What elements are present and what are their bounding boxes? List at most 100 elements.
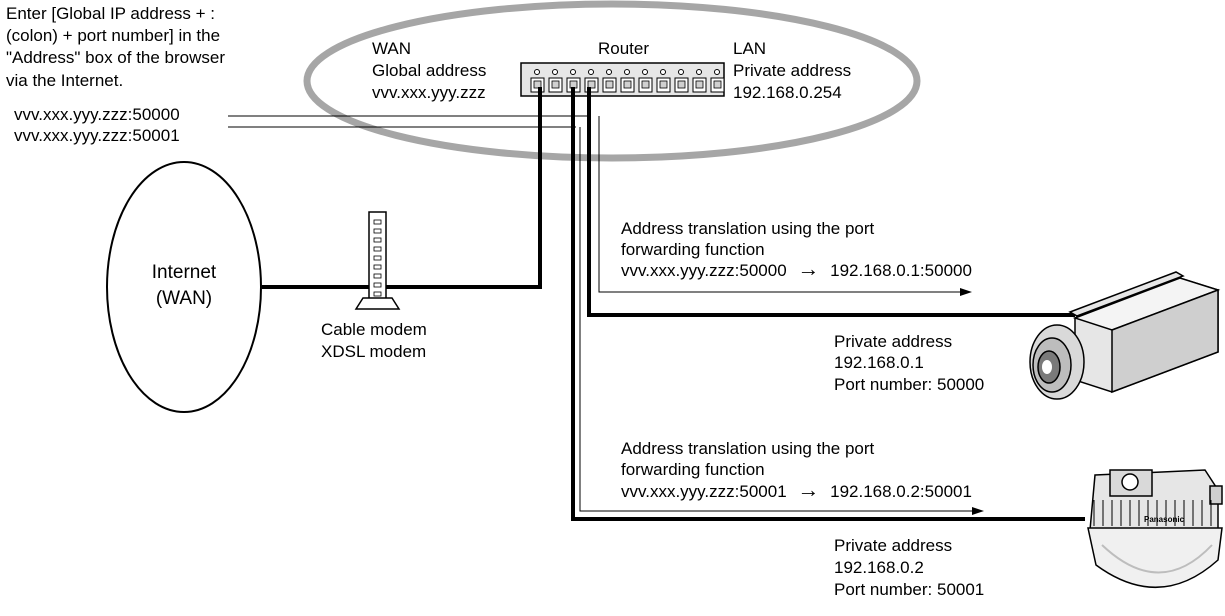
browser-instructions: Enter [Global IP address + : (colon) + p…	[6, 4, 225, 145]
router-title: Router	[598, 39, 649, 58]
modem-led	[373, 273, 382, 279]
translation-1-line: forwarding function	[621, 240, 765, 259]
router-port	[674, 77, 689, 93]
modem-led	[373, 255, 382, 261]
modem-led	[373, 219, 382, 225]
router-lan-title: LAN	[733, 39, 766, 58]
modem-led	[373, 282, 382, 288]
instruction-line: "Address" box of the browser	[6, 48, 225, 67]
router-port-socket	[587, 80, 596, 89]
router-led	[552, 69, 558, 75]
router-lan-address: 192.168.0.254	[733, 83, 842, 102]
translation-2-to: 192.168.0.2:50001	[830, 482, 972, 501]
router-led	[642, 69, 648, 75]
box-camera-icon	[1029, 271, 1221, 400]
browser-address-1: vvv.xxx.yyy.zzz:50000	[14, 105, 180, 124]
translation-1-to: 192.168.0.1:50000	[830, 261, 972, 280]
router-wan-address: vvv.xxx.yyy.zzz	[372, 83, 486, 102]
camera-1-cable	[587, 87, 1075, 317]
internet-label: Internet	[152, 262, 217, 283]
router-port-socket	[551, 80, 560, 89]
camera-1-info-line: Port number: 50000	[834, 375, 984, 394]
router-led	[678, 69, 684, 75]
translation-1-path	[598, 116, 964, 293]
camera-1-info-line: 192.168.0.1	[834, 353, 924, 372]
dome-camera-ribs	[1093, 500, 1212, 526]
router-wan-title: WAN	[372, 39, 411, 58]
translation-1-from: vvv.xxx.yyy.zzz:50000	[621, 261, 787, 280]
cables	[262, 87, 1085, 521]
router-led	[534, 69, 540, 75]
browser-address-2: vvv.xxx.yyy.zzz:50001	[14, 126, 180, 145]
internet-cloud: Internet (WAN)	[106, 161, 262, 413]
router-port	[710, 77, 725, 93]
router-led	[570, 69, 576, 75]
instruction-line: Enter [Global IP address + :	[6, 4, 215, 23]
router-led	[624, 69, 630, 75]
router-port-socket	[659, 80, 668, 89]
dome-camera-icon: Panasonic	[1087, 469, 1223, 589]
camera-1-info: Private address 192.168.0.1 Port number:…	[834, 332, 984, 394]
wan-cable	[262, 87, 542, 289]
translation-2-path	[579, 127, 976, 512]
router-port	[656, 77, 671, 93]
camera-1-info-line: Private address	[834, 332, 952, 351]
translation-2-line: forwarding function	[621, 460, 765, 479]
router-port-socket	[533, 80, 542, 89]
camera-1-translation: Address translation using the port forwa…	[621, 219, 972, 281]
router-lan-label: Private address	[733, 61, 851, 80]
modem-led	[373, 246, 382, 252]
router-wan-label: Global address	[372, 61, 486, 80]
modem-label-2: XDSL modem	[321, 342, 426, 361]
router-led	[696, 69, 702, 75]
camera-2-cable	[571, 87, 1085, 521]
router-port-socket	[713, 80, 722, 89]
router-port	[692, 77, 707, 93]
router-highlight-ellipse	[303, 0, 921, 162]
translation-2-arrowhead	[972, 507, 984, 515]
translation-1-arrowhead	[960, 288, 972, 296]
translation-1-line: Address translation using the port	[621, 219, 875, 238]
camera-2-info-line: Private address	[834, 536, 952, 555]
router-port	[620, 77, 635, 93]
modem-icon	[354, 211, 401, 310]
instruction-line: (colon) + port number] in the	[6, 26, 220, 45]
modem-led	[373, 291, 382, 297]
router-ports	[530, 77, 725, 93]
router-port	[638, 77, 653, 93]
modem-labels: Cable modem XDSL modem	[321, 320, 427, 361]
instruction-line: via the Internet.	[6, 71, 123, 90]
camera-2-info-line: Port number: 50001	[834, 580, 984, 599]
translation-1-mapping: vvv.xxx.yyy.zzz:50000 → 192.168.0.1:5000…	[621, 256, 972, 281]
camera-2-info-line: 192.168.0.2	[834, 558, 924, 577]
modem-led	[373, 228, 382, 234]
router-port	[602, 77, 617, 93]
translation-2-from: vvv.xxx.yyy.zzz:50001	[621, 482, 787, 501]
router-led	[606, 69, 612, 75]
translation-2-mapping: vvv.xxx.yyy.zzz:50001 → 192.168.0.2:5000…	[621, 477, 972, 502]
router-port-socket	[677, 80, 686, 89]
router-wan-labels: WAN Global address vvv.xxx.yyy.zzz	[372, 39, 486, 102]
router-led	[714, 69, 720, 75]
router-port-socket	[569, 80, 578, 89]
router-port	[530, 77, 545, 93]
router-port	[584, 77, 599, 93]
camera-2-translation: Address translation using the port forwa…	[621, 439, 972, 502]
camera-2-info: Private address 192.168.0.2 Port number:…	[834, 536, 984, 599]
router-port-socket	[695, 80, 704, 89]
router-lan-labels: LAN Private address 192.168.0.254	[733, 39, 851, 102]
modem-label-1: Cable modem	[321, 320, 427, 339]
translation-2-arrow: →	[797, 477, 819, 502]
modem-led	[373, 264, 382, 270]
router-icon	[520, 62, 725, 97]
translation-1-arrow: →	[797, 256, 819, 281]
internet-sublabel: (WAN)	[156, 288, 212, 309]
router-led	[588, 69, 594, 75]
router-port-socket	[641, 80, 650, 89]
router-port-leds	[534, 69, 720, 75]
dome-camera-brand: Panasonic	[1144, 515, 1185, 524]
router-port	[548, 77, 563, 93]
router-port-socket	[623, 80, 632, 89]
router-port-socket	[605, 80, 614, 89]
